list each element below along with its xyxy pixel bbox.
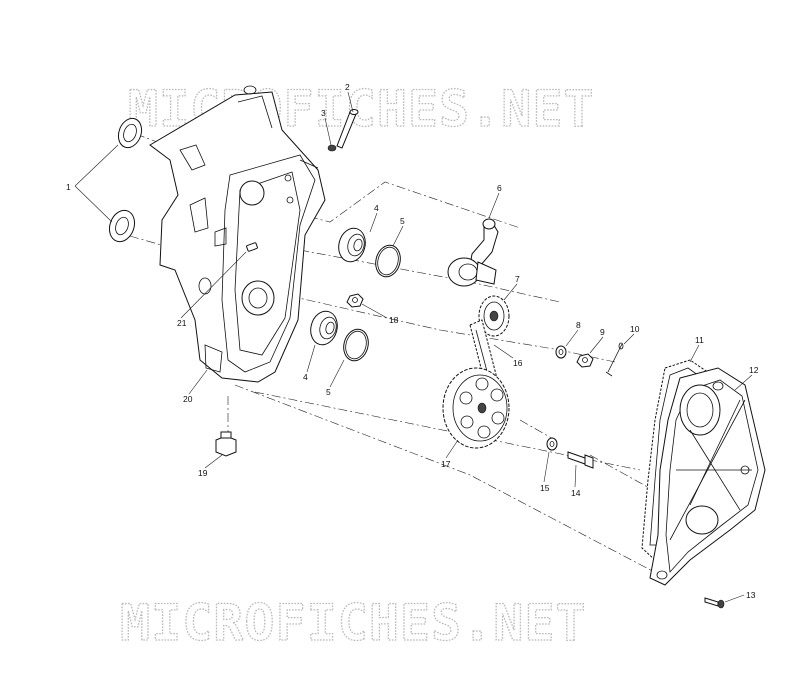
flat-washer-upper: [555, 345, 567, 359]
callout-14: 14: [571, 488, 581, 498]
callout-12: 12: [749, 365, 759, 375]
bolt-washer: [327, 144, 337, 152]
callout-17: 17: [441, 459, 451, 469]
bearing-upper: [338, 227, 366, 263]
cover-bolt: [704, 597, 725, 609]
callout-16: 16: [513, 358, 523, 368]
adjuster-bolt: [336, 109, 359, 149]
cap-screw: [567, 451, 594, 469]
callout-11: 11: [695, 335, 704, 345]
watermark-bottom: MICROFICHES.NET: [120, 594, 587, 652]
callout-3: 3: [321, 108, 326, 118]
chaincase-cover: [649, 367, 766, 586]
castle-nut: [576, 353, 594, 368]
bearing-lower: [310, 310, 338, 346]
drive-sprocket: [478, 295, 510, 337]
callout-5-upper: 5: [400, 216, 405, 226]
tensioner-arm: [447, 218, 499, 287]
seal-lower: [108, 209, 136, 243]
callout-1: 1: [66, 182, 71, 192]
seal-upper: [117, 117, 143, 149]
callout-4-upper: 4: [374, 203, 379, 213]
callout-4-lower: 4: [303, 372, 308, 382]
callout-20: 20: [183, 394, 193, 404]
callout-5-lower: 5: [326, 387, 331, 397]
callout-10: 10: [630, 324, 640, 334]
hex-nut: [346, 293, 364, 308]
driven-sprocket: [442, 367, 510, 449]
cotter-pin: [605, 342, 624, 377]
callout-15: 15: [540, 483, 550, 493]
callout-2: 2: [345, 82, 350, 92]
callout-8: 8: [576, 320, 581, 330]
dowel-pin: [246, 242, 258, 252]
callout-21: 21: [177, 318, 187, 328]
flat-washer-lower: [546, 437, 558, 451]
callout-7: 7: [515, 274, 520, 284]
drain-plug: [215, 431, 237, 457]
callout-13: 13: [746, 590, 756, 600]
callout-6: 6: [497, 183, 502, 193]
chaincase-housing: [149, 85, 326, 383]
snap-ring-upper: [375, 244, 401, 278]
leader-lines: [74, 91, 753, 603]
snap-ring-lower: [343, 328, 369, 362]
callout-19: 19: [198, 468, 208, 478]
callout-18: 18: [389, 315, 399, 325]
callout-labels: 1 2 3 4 5 6 7 8 9 10 11 12 13 14 15 16 1…: [66, 82, 759, 600]
callout-9: 9: [600, 327, 605, 337]
